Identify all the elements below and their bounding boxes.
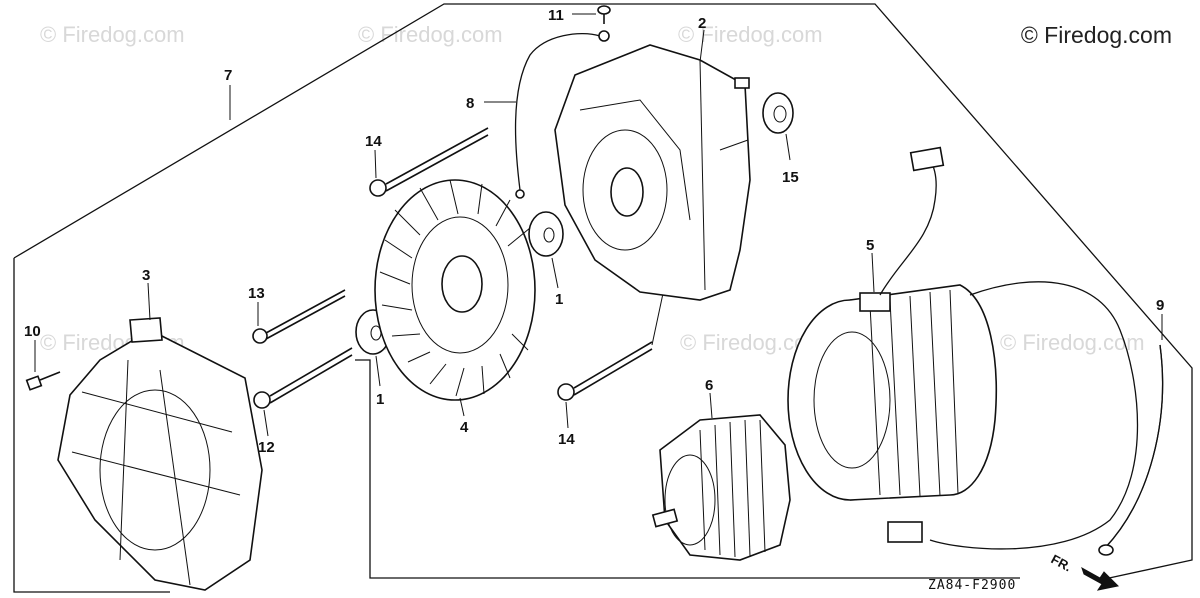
screw-11 bbox=[597, 5, 611, 24]
rotor bbox=[651, 414, 791, 561]
callout-7: 7 bbox=[224, 67, 232, 84]
front-label: FR. bbox=[1049, 551, 1075, 574]
watermark: © Firedog.com bbox=[40, 22, 185, 47]
callout-14-lower: 14 bbox=[558, 431, 575, 448]
callout-5: 5 bbox=[866, 237, 874, 254]
callout-4: 4 bbox=[460, 419, 469, 436]
watermark: © Firedog.com bbox=[358, 22, 503, 47]
callout-13: 13 bbox=[248, 285, 265, 302]
fan-cover bbox=[57, 317, 263, 591]
leader-lines bbox=[34, 13, 1163, 437]
callout-8: 8 bbox=[466, 95, 474, 112]
ground-wire bbox=[514, 30, 610, 199]
callout-14-upper: 14 bbox=[365, 133, 382, 150]
bolt-10 bbox=[25, 371, 61, 391]
inner-bracket bbox=[355, 359, 1020, 579]
assembly-boundary bbox=[13, 3, 1193, 581]
long-bolt-13 bbox=[252, 289, 346, 344]
assembly-boundary-lower bbox=[13, 258, 170, 593]
flywheel-fan bbox=[374, 179, 536, 401]
fan-housing bbox=[554, 44, 751, 301]
callout-6: 6 bbox=[705, 377, 713, 394]
bolt-14-lower bbox=[557, 341, 653, 401]
callout-1-upper: 1 bbox=[555, 291, 563, 308]
bolt-14-upper bbox=[369, 127, 489, 197]
callout-15: 15 bbox=[782, 169, 799, 186]
watermark: © Firedog.com bbox=[1000, 330, 1145, 355]
callout-12: 12 bbox=[258, 439, 275, 456]
callout-1-lower: 1 bbox=[376, 391, 384, 408]
bearing-15 bbox=[762, 92, 794, 134]
callout-10: 10 bbox=[24, 323, 41, 340]
collar-1-upper bbox=[528, 211, 564, 257]
callout-9: 9 bbox=[1156, 297, 1164, 314]
stator bbox=[787, 146, 1139, 550]
front-direction-arrow: FR. bbox=[1049, 551, 1120, 591]
callout-11: 11 bbox=[548, 7, 564, 24]
tube-9 bbox=[1098, 344, 1164, 556]
copyright-notice: © Firedog.com bbox=[1020, 22, 1172, 48]
callout-2: 2 bbox=[698, 15, 706, 32]
callout-3: 3 bbox=[142, 267, 150, 284]
long-bolt-12 bbox=[253, 347, 353, 409]
diagram-code: ZA84-F2900 bbox=[928, 578, 1016, 593]
